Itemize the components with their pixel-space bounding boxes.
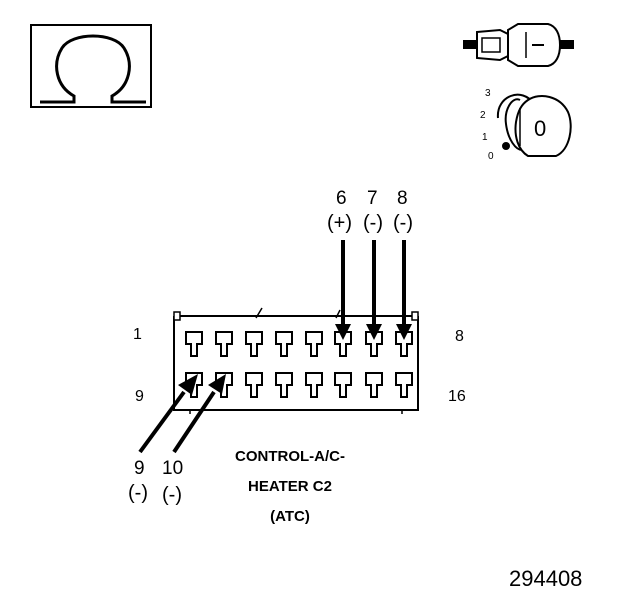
terminal-cavity-3	[245, 331, 263, 357]
pin-7-number: 7	[367, 188, 378, 209]
pin-6-arrow	[335, 324, 351, 340]
terminal-cavity-14	[334, 372, 352, 398]
row-label-9: 9	[135, 388, 144, 405]
connector-icon	[463, 23, 574, 67]
terminal-cavity-16	[395, 372, 413, 398]
connector-c2-body	[173, 307, 419, 414]
ohmmeter-symbol-box	[30, 24, 152, 108]
row-label-16: 16	[448, 388, 466, 405]
terminal-cavity-12	[275, 372, 293, 398]
pin-10-polarity: (-)	[162, 484, 182, 506]
probe-arrows	[138, 240, 412, 454]
terminal-cavity-7	[365, 331, 383, 357]
pin-8-number: 8	[397, 188, 408, 209]
ignition-key-label: 0	[534, 116, 547, 141]
pin-6-number: 6	[336, 188, 347, 209]
connector-name-line-2: HEATER C2	[248, 478, 332, 495]
ohm-icon	[40, 34, 146, 104]
connector-name-line-1: CONTROL-A/C-	[235, 448, 345, 465]
ignition-pos-3: 3	[485, 88, 491, 99]
pin-9-polarity: (-)	[128, 482, 148, 504]
ignition-pos-2: 2	[480, 110, 486, 121]
pin-6-polarity: (+)	[327, 212, 352, 234]
terminal-cavity-13	[305, 372, 323, 398]
pin-8-arrow	[396, 324, 412, 340]
terminal-cavity-5	[305, 331, 323, 357]
terminal-cavity-2	[215, 331, 233, 357]
pin-8-polarity: (-)	[393, 212, 413, 234]
terminal-cavity-11	[245, 372, 263, 398]
terminal-cavity-6	[334, 331, 352, 357]
terminal-cavity-1	[185, 331, 203, 357]
terminal-cavity-8	[395, 331, 413, 357]
connector-name-line-3: (ATC)	[270, 508, 310, 525]
pin-7-polarity: (-)	[363, 212, 383, 234]
terminal-cavities	[185, 331, 413, 398]
terminal-cavity-4	[275, 331, 293, 357]
ignition-key-icon	[496, 93, 572, 157]
pin-9-arrow	[178, 374, 198, 395]
pin-7-arrow	[366, 324, 382, 340]
ignition-pos-0: 0	[488, 151, 494, 162]
figure-code: 294408	[509, 566, 583, 591]
pin-9-number: 9	[134, 458, 145, 479]
pin-10-arrow	[208, 374, 226, 394]
pin-10-number: 10	[162, 458, 184, 479]
row-label-8: 8	[455, 328, 464, 345]
row-label-1: 1	[133, 326, 142, 343]
ignition-pos-1: 1	[482, 132, 488, 143]
terminal-cavity-15	[365, 372, 383, 398]
